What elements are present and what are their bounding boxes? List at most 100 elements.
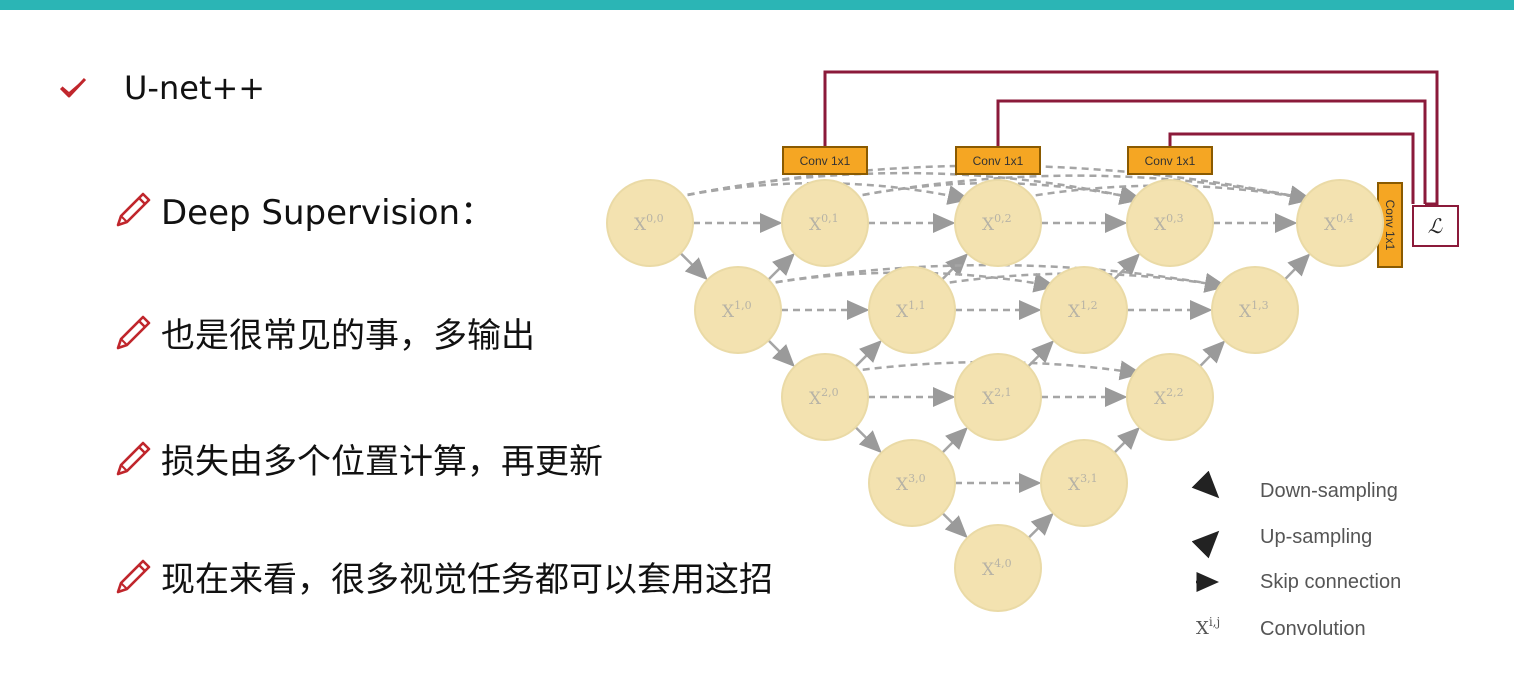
node-x40: X4,0: [954, 524, 1042, 612]
bullet-text: 损失由多个位置计算，再更新: [161, 442, 603, 482]
node-x30: X3,0: [868, 439, 956, 527]
bullet-text: 现在来看，很多视觉任务都可以套用这招: [161, 560, 773, 600]
conv-block: Conv 1x1: [955, 146, 1041, 175]
legend-item: Down-sampling: [1191, 470, 1398, 502]
conv-block: Conv 1x1: [1127, 146, 1213, 175]
node-label: X0,0: [634, 212, 664, 235]
node-label: X1,1: [896, 299, 926, 322]
node-circle: [868, 266, 956, 354]
node-x12: X1,2: [1040, 266, 1128, 354]
up-sampling-edge: [941, 427, 968, 454]
pencil-icon: [116, 192, 151, 226]
up-sampling-edge: [1113, 427, 1140, 454]
conv-block: Conv 1x1: [782, 146, 868, 175]
skip-connection-arc: [675, 171, 1143, 205]
svg-text:Conv 1x1: Conv 1x1: [973, 154, 1024, 168]
node-x20: X2,0: [781, 353, 869, 441]
skip-connection-arc: [763, 263, 1228, 293]
node-label: X3,1: [1068, 472, 1098, 495]
node-circle: [781, 353, 869, 441]
svg-text:Conv 1x1: Conv 1x1: [1383, 200, 1397, 251]
bullet-item: 现在来看，很多视觉任务都可以套用这招: [113, 552, 773, 601]
svg-text:Down-sampling: Down-sampling: [1260, 480, 1398, 502]
checkmark-icon: [59, 77, 87, 98]
node-label: X1,2: [1068, 299, 1098, 322]
bullet-item: Deep Supervision：: [113, 185, 494, 234]
legend-item: Skip connection: [1196, 571, 1401, 593]
node-label: X1,3: [1239, 299, 1269, 322]
node-circle: [606, 179, 694, 267]
bullet-text: Deep Supervision：: [161, 193, 495, 233]
bullet-item: 也是很常见的事，多输出: [113, 308, 535, 357]
legend: Down-sampling Up-sampling Skip connectio…: [1191, 470, 1401, 640]
legend-item: Xi,j Convolution: [1196, 615, 1366, 640]
pencil-icon: [116, 315, 151, 349]
node-circle: [1296, 179, 1384, 267]
node-label: X0,4: [1324, 212, 1354, 235]
node-x22: X2,2: [1126, 353, 1214, 441]
node-x10: X1,0: [694, 266, 782, 354]
down-sampling-edge: [941, 512, 968, 539]
up-sampling-edge: [854, 340, 882, 368]
node-x11: X1,1: [868, 266, 956, 354]
svg-text:Conv 1x1: Conv 1x1: [1145, 154, 1196, 168]
up-arrow-icon: [1191, 530, 1220, 559]
down-sampling-edge: [679, 252, 708, 281]
node-x13: X1,3: [1211, 266, 1299, 354]
node-x31: X3,1: [1040, 439, 1128, 527]
node-circle: [1126, 353, 1214, 441]
svg-text:Up-sampling: Up-sampling: [1260, 526, 1372, 548]
up-sampling-edge: [1199, 340, 1226, 368]
down-sampling-edge: [854, 426, 882, 454]
node-circle: [1040, 266, 1128, 354]
node-circle: [781, 179, 869, 267]
node-label: X1,0: [722, 299, 752, 322]
node-x21: X2,1: [954, 353, 1042, 441]
legend-item: Up-sampling: [1191, 526, 1372, 559]
node-label: X2,1: [982, 386, 1012, 409]
node-label: X2,2: [1154, 386, 1184, 409]
x-ij-symbol: Xi,j: [1196, 615, 1220, 639]
node-x04: X0,4: [1296, 179, 1384, 267]
up-sampling-edge: [767, 253, 795, 281]
pencil-icon: [116, 441, 151, 475]
svg-text:Skip connection: Skip connection: [1260, 571, 1401, 593]
top-accent-bar: [0, 0, 1514, 10]
node-circle: [954, 179, 1042, 267]
node-label: X0,1: [809, 212, 839, 235]
svg-text:Conv 1x1: Conv 1x1: [800, 154, 851, 168]
up-sampling-edge: [1284, 253, 1311, 281]
skip-connection-arc: [850, 174, 1313, 206]
diagram-nodes: X0,0 X0,1 X0,2 X0,3 X0,4X1,0 X1,1 X1,2 X1,3X2,0…: [606, 179, 1384, 612]
node-circle: [954, 353, 1042, 441]
loss-box: ℒ: [1412, 205, 1459, 247]
down-sampling-edge: [767, 339, 795, 367]
pencil-icon: [116, 559, 151, 593]
node-label: X3,0: [896, 472, 926, 495]
bullet-text: 也是很常见的事，多输出: [161, 316, 535, 356]
node-circle: [954, 524, 1042, 612]
up-sampling-edge: [941, 253, 969, 281]
node-circle: [1126, 179, 1214, 267]
bullet-item: 损失由多个位置计算，再更新: [113, 434, 603, 483]
up-sampling-edge: [1027, 512, 1054, 539]
node-circle: [1211, 266, 1299, 354]
node-label: X0,3: [1154, 212, 1184, 235]
down-arrow-icon: [1191, 470, 1220, 499]
loss-lines: [823, 70, 1439, 206]
node-label: X2,0: [809, 386, 839, 409]
node-circle: [1040, 439, 1128, 527]
node-circle: [694, 266, 782, 354]
node-x03: X0,3: [1126, 179, 1214, 267]
svg-text:Convolution: Convolution: [1260, 618, 1366, 640]
slide-title: U-net++: [124, 69, 266, 107]
node-x01: X0,1: [781, 179, 869, 267]
title-row: U-net++: [58, 68, 265, 108]
node-label: X4,0: [982, 557, 1012, 580]
node-circle: [868, 439, 956, 527]
svg-text:ℒ: ℒ: [1428, 214, 1443, 238]
node-label: X0,2: [982, 212, 1012, 235]
node-x02: X0,2: [954, 179, 1042, 267]
node-x00: X0,0: [606, 179, 694, 267]
